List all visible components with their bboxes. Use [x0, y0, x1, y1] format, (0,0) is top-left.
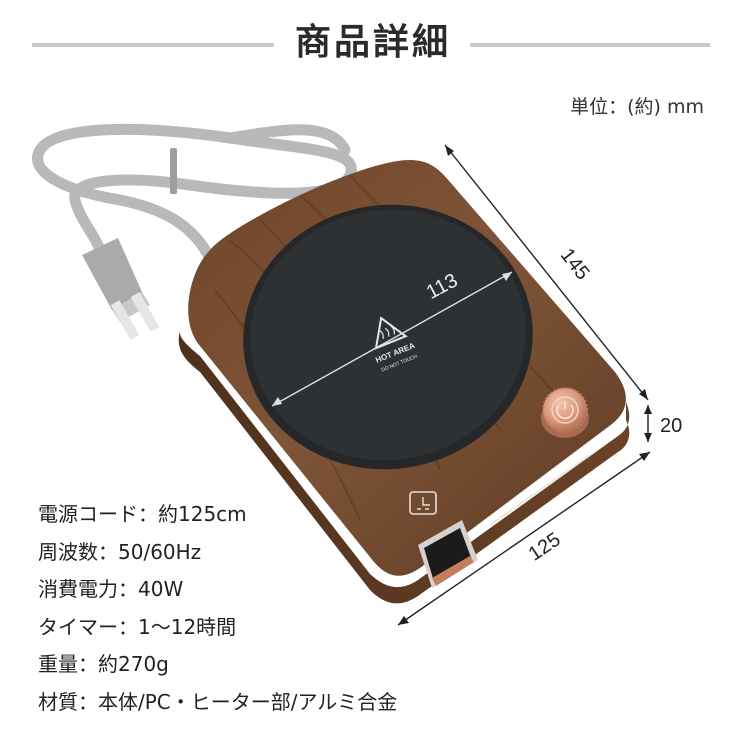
clock-icon — [417, 497, 430, 510]
page-title: 商品詳細 — [294, 22, 451, 63]
spec-item-material: 材質：本体/PC・ヒーター部/アルミ合金 — [38, 689, 398, 714]
spec-item-power: 消費電力：40W — [38, 577, 184, 601]
spec-item-cord: 電源コード：約125cm — [38, 502, 247, 526]
unit-note: 単位：(約) mm — [570, 96, 704, 118]
title-divider-left — [32, 43, 274, 47]
title-row: 商品詳細 — [0, 18, 750, 68]
spec-value: 50/60Hz — [118, 539, 202, 564]
height-dimension: 20 — [644, 405, 682, 442]
warning-triangle-icon — [374, 316, 408, 350]
timer-touch-button[interactable] — [409, 491, 437, 515]
spec-label: 材質 — [38, 689, 78, 714]
power-cord — [32, 123, 357, 276]
spec-label: 周波数 — [38, 539, 98, 564]
heating-plate — [243, 204, 533, 470]
spec-label: 電源コード — [38, 502, 138, 526]
timer-knob[interactable] — [541, 387, 589, 438]
power-plug — [82, 238, 160, 340]
spec-item-weight: 重量：約270g — [38, 652, 169, 676]
spec-label: 消費電力 — [38, 577, 118, 601]
spec-value: 40W — [138, 577, 184, 601]
spec-label: 重量 — [38, 652, 78, 676]
indicator-light-strip — [489, 454, 591, 526]
timer-display — [418, 520, 478, 588]
height-label: 20 — [660, 415, 682, 437]
spec-list: 電源コード：約125cm 周波数：50/60Hz 消費電力：40W タイマー：1… — [38, 497, 397, 722]
cord-band — [170, 148, 177, 194]
power-icon — [556, 401, 574, 420]
spec-label: タイマー — [38, 614, 118, 639]
title-divider-right — [470, 43, 710, 47]
spec-item-frequency: 周波数：50/60Hz — [38, 539, 202, 564]
spec-value: 1〜12時間 — [138, 614, 237, 639]
spec-item-timer: タイマー：1〜12時間 — [38, 614, 237, 639]
spec-value: 本体/PC・ヒーター部/アルミ合金 — [98, 689, 398, 714]
spec-value: 約270g — [98, 652, 169, 676]
depth-label: 145 — [556, 244, 594, 284]
spec-value: 約125cm — [158, 502, 247, 526]
